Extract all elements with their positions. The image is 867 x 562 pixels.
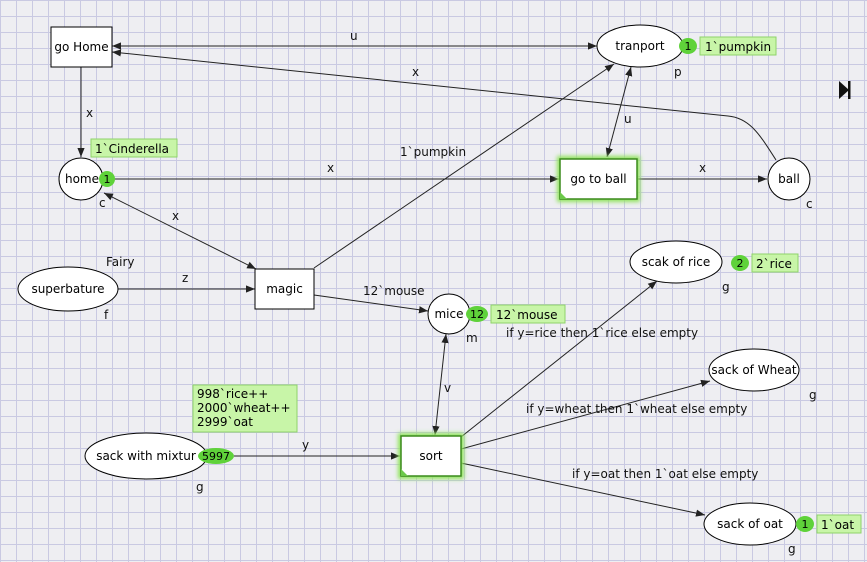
token-count-badge xyxy=(99,171,115,187)
token-count-badge xyxy=(466,306,488,322)
marking: 1`oat xyxy=(821,518,854,532)
marking: 1`Cinderella xyxy=(95,142,169,156)
arc-sort-oat[interactable]: if y=oat then 1`oat else empty xyxy=(460,462,758,517)
arc-label-sort-wheat: if y=wheat then 1`wheat else empty xyxy=(526,402,747,416)
place-label: home xyxy=(65,172,99,186)
arc-mixture-sort[interactable]: y xyxy=(234,438,400,460)
place-tranport[interactable]: tranport p 1 1`pumpkin xyxy=(596,24,777,79)
place-home[interactable]: home c 1 1`Cinderella xyxy=(58,138,178,210)
arc-gohome-home[interactable]: x xyxy=(77,67,93,157)
transition-sort[interactable]: sort xyxy=(398,433,464,479)
arc-magic-mice[interactable]: 12`mouse xyxy=(313,284,429,314)
place-type: g xyxy=(809,388,817,402)
arc-sort-rice[interactable]: if y=rice then 1`rice else empty xyxy=(460,280,698,438)
place-label: mice xyxy=(434,307,463,321)
marking-line-1: 998`rice++ xyxy=(197,387,268,401)
marking: 1`pumpkin xyxy=(705,40,771,54)
arc-label-ball-gohome: x xyxy=(412,65,419,79)
place-type: g xyxy=(788,542,796,556)
arc-home-gotoball[interactable]: x xyxy=(112,161,559,183)
place-mice[interactable]: mice m 12 12`mouse xyxy=(427,293,566,345)
arc-mice-sort[interactable]: v xyxy=(432,333,451,436)
arc-label-sort-rice: if y=rice then 1`rice else empty xyxy=(506,326,698,340)
token-count-badge xyxy=(796,516,814,532)
arc-superbature-magic[interactable]: z xyxy=(118,271,255,293)
place-sack-with-mixture[interactable]: 998`rice++ 2000`wheat++ 2999`oat sack wi… xyxy=(84,384,298,494)
place-label: superbature xyxy=(31,282,104,296)
place-ball[interactable]: ball c xyxy=(767,157,813,211)
place-label: sack of Wheat xyxy=(711,363,797,377)
transition-label: magic xyxy=(266,282,303,296)
place-type: f xyxy=(104,308,109,322)
place-type: c xyxy=(99,196,106,210)
token-count-badge xyxy=(679,38,697,54)
token-count: 1 xyxy=(802,518,809,531)
place-label: scak of rice xyxy=(642,255,711,269)
place-label: ball xyxy=(778,172,800,186)
place-type: m xyxy=(466,331,478,345)
transition-magic[interactable]: magic xyxy=(254,268,315,310)
arc-ball-gohome[interactable]: x xyxy=(111,49,777,161)
marking-line-3: 2999`oat xyxy=(197,415,253,429)
transition-label: go Home xyxy=(54,40,108,54)
arc-label-mixture-sort: y xyxy=(302,438,309,452)
arc-label-tranport-gotoball: u xyxy=(624,112,632,126)
arc-label-sort-oat: if y=oat then 1`oat else empty xyxy=(572,467,758,481)
place-sack-of-wheat[interactable]: sack of Wheat g xyxy=(708,348,817,402)
arc-sort-wheat[interactable]: if y=wheat then 1`wheat else empty xyxy=(460,379,747,450)
arc-label-gotoball-ball: x xyxy=(699,161,706,175)
token-count: 1 xyxy=(104,173,111,186)
arc-label-mice-sort: v xyxy=(444,381,451,395)
place-scak-of-rice[interactable]: scak of rice g 2 2`rice xyxy=(629,240,799,294)
place-label: sack with mixtur xyxy=(96,449,196,463)
place-type: p xyxy=(674,65,682,79)
arc-tranport-gotoball[interactable]: u xyxy=(605,66,633,158)
transition-go-to-ball[interactable]: go to ball xyxy=(557,156,640,202)
arc-label-home-magic: x xyxy=(172,209,179,223)
marking-line-2: 2000`wheat++ xyxy=(197,401,291,415)
place-superbature[interactable]: superbature Fairy f xyxy=(17,255,135,322)
place-label: sack of oat xyxy=(717,517,783,531)
arc-home-magic[interactable]: x xyxy=(103,192,257,270)
token-count: 1 xyxy=(685,40,692,53)
arc-label-magic-tranport: 1`pumpkin xyxy=(400,145,466,159)
arc-label-home-gotoball: x xyxy=(327,161,334,175)
arc-gohome-tranport[interactable]: u xyxy=(112,29,597,50)
marking: 12`mouse xyxy=(496,308,558,322)
transition-label: sort xyxy=(419,449,443,463)
arc-label-gohome-tranport: u xyxy=(350,29,358,43)
place-type: c xyxy=(806,197,813,211)
place-label: tranport xyxy=(615,39,664,53)
token-count: 12 xyxy=(470,308,484,321)
step-forward-icon[interactable] xyxy=(839,81,851,99)
place-sack-of-oat[interactable]: sack of oat g 1 1`oat xyxy=(703,502,862,556)
token-count-badge xyxy=(198,448,234,464)
place-note: Fairy xyxy=(106,255,135,269)
arc-label-magic-mice: 12`mouse xyxy=(363,284,425,298)
transition-label: go to ball xyxy=(570,172,626,186)
arc-magic-tranport[interactable]: 1`pumpkin xyxy=(313,63,615,269)
place-type: g xyxy=(196,480,204,494)
transition-go-home[interactable]: go Home xyxy=(50,26,113,68)
place-type: g xyxy=(722,280,730,294)
arc-label-superbature-magic: z xyxy=(182,271,188,285)
token-count: 5997 xyxy=(202,450,230,463)
arc-label-gohome-home: x xyxy=(86,106,93,120)
marking: 2`rice xyxy=(756,257,792,271)
token-count: 2 xyxy=(737,257,744,270)
token-count-badge xyxy=(731,255,749,271)
arc-gotoball-ball[interactable]: x xyxy=(638,161,767,183)
